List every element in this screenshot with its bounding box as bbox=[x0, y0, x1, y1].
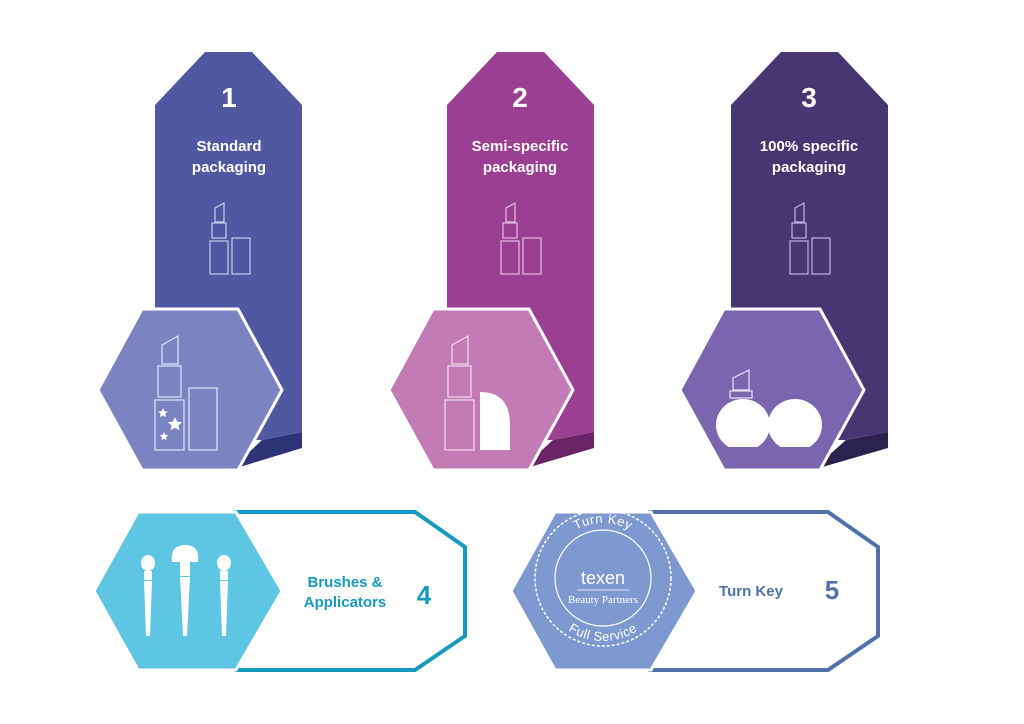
offer-1-title-line2: packaging bbox=[192, 159, 266, 176]
offer-3-title-line1: 100% specific bbox=[760, 138, 858, 155]
offer-2-hex bbox=[387, 307, 575, 472]
offer-1-shadow bbox=[230, 432, 302, 470]
offer-1-number: 1 bbox=[221, 82, 237, 113]
service-card-4: Brushes & Applicators 4 bbox=[92, 510, 467, 672]
stars-icon bbox=[158, 408, 183, 441]
offer-2-title-line1: Semi-specific bbox=[472, 138, 569, 155]
lipstick-jar-icon bbox=[444, 334, 475, 451]
offer-3-number: 3 bbox=[801, 82, 817, 113]
lipstick-jar-icon bbox=[154, 334, 218, 451]
lipstick-jar-icon bbox=[500, 201, 542, 275]
service-4-label-line1: Brushes & bbox=[307, 574, 382, 591]
badge-brand: texen bbox=[581, 568, 625, 588]
offer-2-shadow bbox=[520, 432, 594, 470]
round-jars-icon bbox=[716, 369, 822, 451]
offer-card-1: 1 Standard packaging bbox=[96, 52, 302, 472]
service-card-5: Turn Key Full Service texen Beauty Partn… bbox=[509, 509, 880, 672]
badge-sub-brand: Beauty Partners bbox=[568, 594, 638, 606]
makeup-brushes-icon bbox=[141, 545, 231, 636]
texen-badge-icon: Turn Key Full Service texen Beauty Partn… bbox=[534, 509, 672, 647]
offer-3-title-line2: packaging bbox=[772, 159, 846, 176]
lipstick-jar-icon bbox=[209, 201, 251, 275]
offer-1-title-line1: Standard bbox=[196, 138, 261, 155]
offer-2-title-line2: packaging bbox=[483, 159, 557, 176]
service-5-label: Turn Key bbox=[719, 583, 784, 600]
badge-bottom-text: Full Service bbox=[567, 620, 640, 644]
service-4-label-line2: Applicators bbox=[304, 594, 387, 611]
offer-card-2: 2 Semi-specific packaging bbox=[387, 52, 594, 472]
offer-3-shadow bbox=[812, 432, 888, 470]
compact-case-icon bbox=[480, 392, 510, 450]
service-4-number: 4 bbox=[417, 580, 432, 610]
offer-card-3: 3 100% specific packaging bbox=[678, 52, 888, 472]
lipstick-jar-icon bbox=[789, 201, 831, 275]
service-5-hex bbox=[509, 510, 699, 672]
service-5-number: 5 bbox=[825, 575, 839, 605]
offer-1-hex bbox=[96, 307, 284, 472]
offer-2-number: 2 bbox=[512, 82, 528, 113]
